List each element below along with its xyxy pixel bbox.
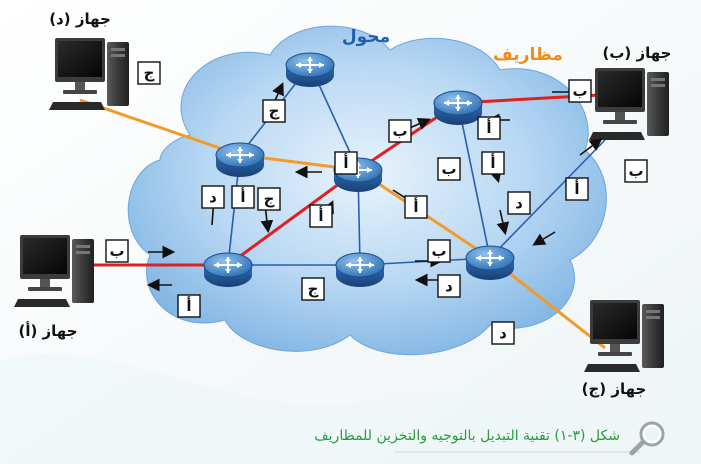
packet-box: أ bbox=[334, 151, 358, 175]
routers bbox=[203, 52, 515, 287]
computer-icon bbox=[584, 300, 664, 372]
packet-box: ب bbox=[568, 79, 592, 103]
packet-box: د bbox=[491, 321, 515, 345]
arrow bbox=[496, 209, 510, 236]
packet-letter: د bbox=[499, 324, 507, 342]
packet-letter: أ bbox=[318, 206, 323, 225]
packet-letter: أ bbox=[490, 153, 495, 172]
caption-text: شكل (٣-١) تقنية التبديل بالتوجيه والتخزي… bbox=[314, 428, 620, 444]
label-packets: مظاريف bbox=[493, 45, 563, 65]
background-wave bbox=[0, 354, 701, 464]
packet-letter: د bbox=[445, 277, 453, 295]
packet-letter: أ bbox=[240, 187, 245, 206]
packet-letter: ب bbox=[441, 160, 456, 178]
magnifier-icon bbox=[629, 421, 665, 456]
router-icon bbox=[433, 90, 483, 125]
label-switch: محول bbox=[342, 27, 390, 47]
packet-letter: ب bbox=[109, 242, 124, 260]
packet-box: أ bbox=[565, 177, 589, 201]
packet-letter: أ bbox=[343, 153, 348, 172]
packet-letter: ب bbox=[392, 122, 407, 140]
packet-box: ج bbox=[257, 187, 281, 211]
router-icon bbox=[465, 245, 515, 280]
packet-box: ب bbox=[624, 159, 648, 183]
packet-box: أ bbox=[177, 294, 201, 318]
packet-letter: ب bbox=[431, 242, 446, 260]
packet-box: أ bbox=[481, 151, 505, 175]
packet-letter: د bbox=[209, 188, 217, 206]
router-icon bbox=[335, 252, 385, 287]
packet-box: ب bbox=[427, 239, 451, 263]
packet-letter: أ bbox=[486, 118, 491, 137]
arrow bbox=[532, 231, 556, 246]
packet-box: د bbox=[437, 274, 461, 298]
packet-box: أ bbox=[477, 116, 501, 140]
link-r4-r3 bbox=[227, 168, 359, 267]
packet-box: د bbox=[507, 191, 531, 215]
packet-box: ج bbox=[262, 99, 286, 123]
packet-letter: ج bbox=[144, 64, 155, 82]
computer-icon bbox=[589, 68, 669, 140]
label-device-b: جهاز (ب) bbox=[603, 44, 672, 62]
computer-icon bbox=[14, 235, 94, 307]
packet-box: ج bbox=[137, 61, 161, 85]
packet-letter: ب bbox=[628, 162, 643, 180]
packet-letter: أ bbox=[413, 197, 418, 216]
arrow bbox=[579, 138, 603, 156]
packet-box: ب bbox=[388, 119, 412, 143]
label-device-c: جهاز (ج) bbox=[582, 380, 647, 398]
packet-box: ج bbox=[301, 277, 325, 301]
label-device-a: جهاز (أ) bbox=[18, 321, 77, 340]
packet-letter: د bbox=[515, 194, 523, 212]
packet-box: ب bbox=[105, 239, 129, 263]
packet-box: أ bbox=[309, 204, 333, 228]
computers bbox=[14, 38, 669, 372]
packet-box: أ bbox=[231, 185, 255, 209]
packet-letter: أ bbox=[186, 296, 191, 315]
packet-letter: ب bbox=[572, 82, 587, 100]
link-d-r2 bbox=[79, 98, 241, 157]
packet-box: أ bbox=[404, 195, 428, 219]
packet-letter: أ bbox=[574, 179, 579, 198]
figure-caption: شكل (٣-١) تقنية التبديل بالتوجيه والتخزي… bbox=[314, 420, 680, 460]
packet-box: د bbox=[201, 185, 225, 209]
label-device-d: جهاز (د) bbox=[49, 10, 111, 28]
packet-letter: ج bbox=[264, 190, 275, 208]
router-icon bbox=[285, 52, 335, 87]
packet-box: ب bbox=[437, 157, 461, 181]
packet-letter: ج bbox=[308, 280, 319, 298]
packet-letter: ج bbox=[269, 102, 280, 120]
router-icon bbox=[215, 142, 265, 177]
computer-icon bbox=[49, 38, 129, 110]
router-icon bbox=[203, 252, 253, 287]
